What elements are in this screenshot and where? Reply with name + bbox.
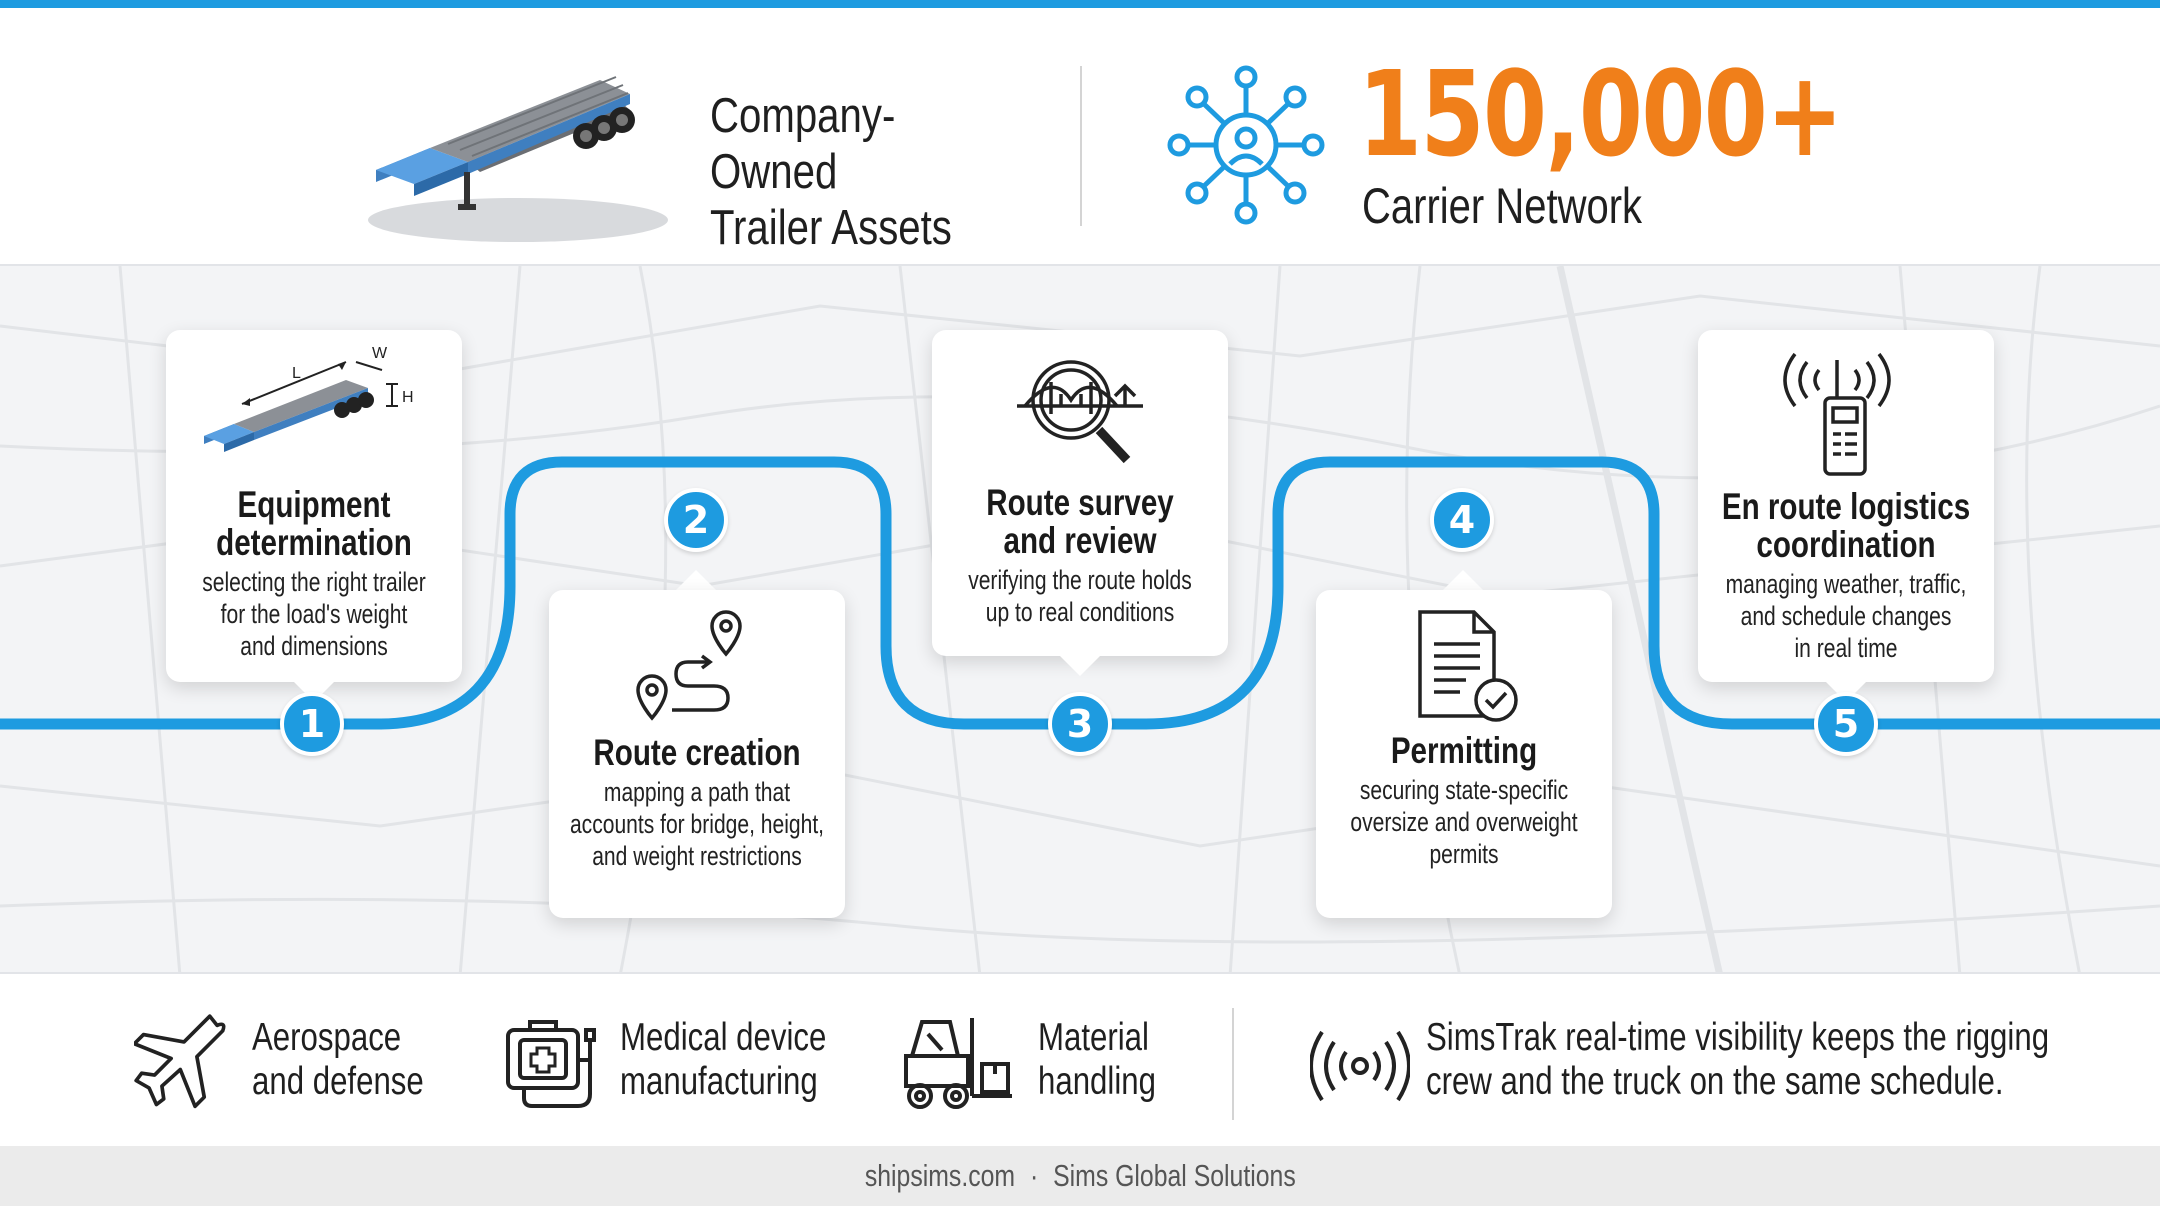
step-description: managing weather, traffic, and schedule … [1706, 568, 1987, 664]
step-title: Route survey and review [944, 484, 1216, 560]
footer: shipsims.com · Sims Global Solutions [0, 1146, 2160, 1206]
step-card-1: L W H Equipment determination selecting … [166, 330, 462, 682]
step-desc-line3: and weight restrictions [592, 841, 802, 871]
step-desc-line1: verifying the route holds [968, 565, 1192, 595]
industry-aerospace: Aerospace and defense [134, 1014, 454, 1114]
step-card-4: Permitting securing state-specific overs… [1316, 590, 1612, 918]
carrier-network-count: 150,000+ [1358, 45, 1843, 183]
step-desc-line3: and dimensions [240, 631, 388, 661]
step-number-5: 5 [1814, 692, 1878, 756]
step-number-1: 1 [280, 692, 344, 756]
step-desc-line2: up to real conditions [985, 597, 1175, 627]
step-desc-line2: for the load's weight [220, 599, 408, 629]
step-description: selecting the right trailer for the load… [174, 566, 455, 662]
route-pins-icon [636, 610, 742, 721]
industries-divider [1232, 1008, 1234, 1120]
step-desc-line3: in real time [1794, 633, 1898, 663]
network-hub-icon [1167, 65, 1325, 225]
industry-label-line1: Medical device [620, 1016, 827, 1059]
step-desc-line2: and schedule changes [1740, 601, 1952, 631]
simstrak-line2: crew and the truck on the same schedule. [1426, 1060, 2004, 1103]
simstrak-line1: SimsTrak real-time visibility keeps the … [1426, 1016, 2050, 1059]
step-title-line1: Route creation [593, 732, 801, 773]
step-title: En route logistics coordination [1710, 488, 1982, 564]
industry-label-line2: and defense [252, 1060, 424, 1103]
industry-material-handling: Material handling [900, 1014, 1200, 1114]
step-title-line1: En route logistics [1721, 486, 1971, 527]
dimension-height-label: H [402, 389, 414, 406]
step-card-5: En route logistics coordination managing… [1698, 330, 1994, 682]
industry-label-line1: Material [1038, 1016, 1149, 1059]
assets-label-line2: Trailer Assets [710, 201, 952, 255]
step-number-2: 2 [664, 488, 728, 552]
step-number-4: 4 [1430, 488, 1494, 552]
step-description: mapping a path that accounts for bridge,… [557, 776, 838, 872]
broadcast-signal-icon [1310, 1030, 1410, 1102]
step-title: Equipment determination [178, 486, 450, 562]
card-pointer [1060, 656, 1100, 676]
flatbed-trailer-icon [368, 76, 668, 242]
step-desc-line1: mapping a path that [603, 777, 791, 807]
footer-site-link[interactable]: shipsims.com [864, 1158, 1015, 1193]
dimension-length-label: L [292, 365, 301, 382]
step-title-line1: Route survey [986, 482, 1174, 523]
industry-label: Medical device manufacturing [620, 1016, 826, 1104]
step-title-line1: Equipment [237, 484, 391, 525]
step-title-line1: Permitting [1390, 730, 1538, 771]
forklift-icon [904, 1018, 1012, 1109]
step-title-line2: coordination [1756, 524, 1936, 565]
step-description: verifying the route holds up to real con… [940, 564, 1221, 628]
header: Company-Owned Trailer Assets 150,000+ Ca… [0, 8, 2160, 264]
medical-kit-icon [506, 1020, 596, 1108]
process-map: L W H Equipment determination selecting … [0, 264, 2160, 974]
card-pointer [1443, 570, 1483, 590]
footer-separator: · [1029, 1158, 1038, 1193]
dimension-width-label: W [372, 345, 388, 362]
step-desc-line2: accounts for bridge, height, [569, 809, 825, 839]
step-desc-line2: oversize and overweight [1350, 807, 1578, 837]
step-title-line2: and review [1003, 520, 1157, 561]
footer-company: Sims Global Solutions [1052, 1158, 1296, 1193]
step-desc-line3: permits [1429, 839, 1499, 869]
step-desc-line1: securing state-specific [1359, 775, 1569, 805]
industry-label: Material handling [1038, 1016, 1156, 1104]
airplane-icon [134, 1014, 226, 1109]
industry-label-line2: handling [1038, 1060, 1156, 1103]
industry-label: Aerospace and defense [252, 1016, 424, 1104]
step-description: securing state-specific oversize and ove… [1324, 774, 1605, 870]
carrier-network-label: Carrier Network [1362, 178, 1643, 234]
radio-icon [1783, 352, 1891, 476]
step-card-3: Route survey and review verifying the ro… [932, 330, 1228, 656]
step-title: Route creation [561, 734, 833, 772]
step-title-line2: determination [216, 522, 412, 563]
step-number-3: 3 [1048, 692, 1112, 756]
step-card-2: Route creation mapping a path that accou… [549, 590, 845, 918]
bridge-magnifier-icon [1017, 360, 1143, 464]
step-title: Permitting [1328, 732, 1600, 770]
assets-label-line1: Company-Owned [710, 89, 896, 199]
industry-label-line1: Aerospace [252, 1016, 402, 1059]
footer-text: shipsims.com · Sims Global Solutions [865, 1146, 1296, 1206]
header-divider [1080, 66, 1082, 226]
trailer-dimensions-icon: L W H [204, 345, 414, 452]
industry-medical: Medical device manufacturing [502, 1014, 862, 1114]
card-pointer [676, 570, 716, 590]
top-accent-bar [0, 0, 2160, 8]
permit-document-icon [1418, 610, 1518, 722]
step-desc-line1: selecting the right trailer [202, 567, 426, 597]
industries-row: Aerospace and defense Medical device man… [0, 974, 2160, 1146]
assets-label: Company-Owned Trailer Assets [710, 88, 1005, 256]
industry-label-line2: manufacturing [620, 1060, 818, 1103]
step-desc-line1: managing weather, traffic, [1725, 569, 1967, 599]
simstrak-message: SimsTrak real-time visibility keeps the … [1426, 1016, 2160, 1104]
